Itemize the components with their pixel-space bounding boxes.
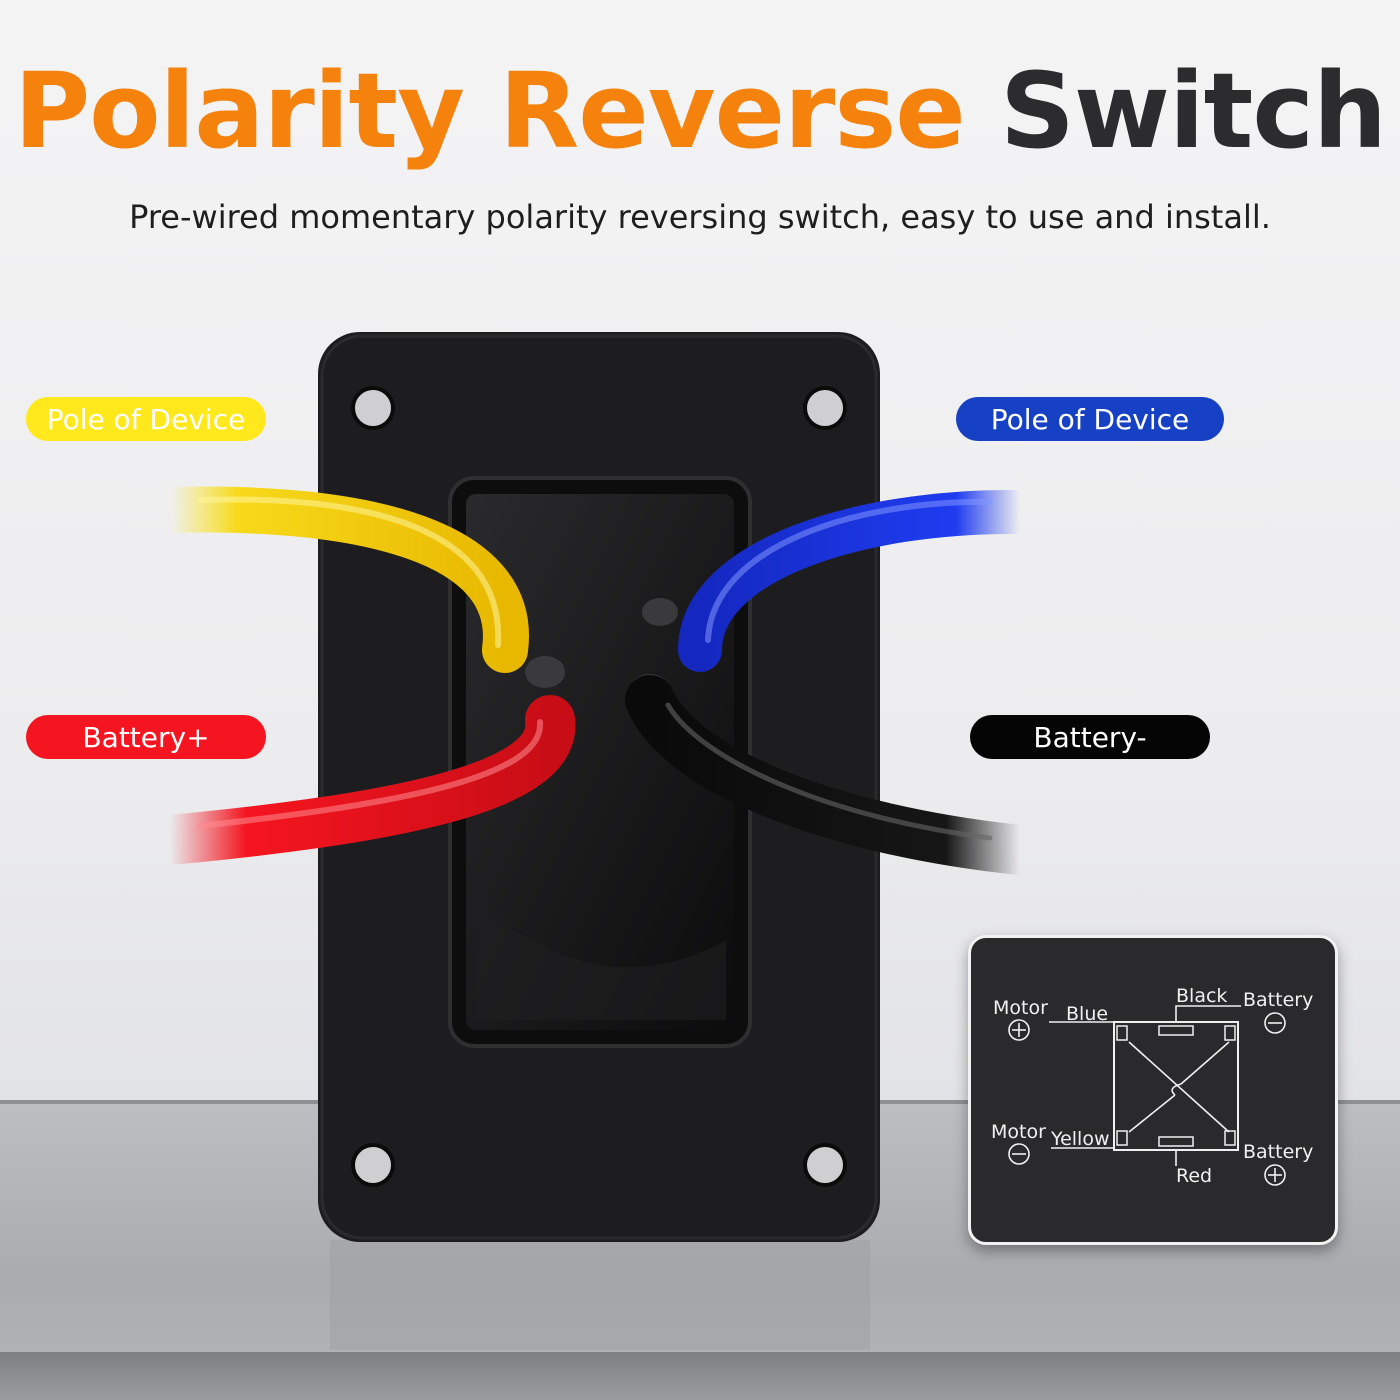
diagram-blue-label: Blue <box>1066 1003 1108 1025</box>
diagram-pin <box>1158 1025 1194 1036</box>
plate-bevel <box>320 334 878 1240</box>
headline-orange: Polarity Reverse <box>13 50 966 172</box>
blue-wire <box>678 489 1042 672</box>
blue-wire-highlight <box>705 498 993 643</box>
wiring-diagram-card: Motor Motor Blue Yellow Black Red Batter… <box>968 935 1338 1245</box>
diagram-battery-plus-label: Battery <box>1243 1141 1313 1163</box>
motor-plus-symbol <box>1008 1019 1030 1041</box>
diagram-motor-plus-label: Motor <box>993 997 1048 1019</box>
label-battery-plus: Battery+ <box>26 715 266 759</box>
label-blue-pole: Pole of Device <box>956 397 1224 441</box>
black-wire-highlight <box>665 702 993 841</box>
rocker-switch <box>466 494 734 1030</box>
screw-hole-top-left <box>351 386 395 430</box>
yellow-wire <box>147 486 529 673</box>
diagram-pin <box>1116 1025 1128 1041</box>
motor-minus-symbol <box>1008 1143 1030 1165</box>
battery-minus-symbol <box>1264 1012 1286 1034</box>
diagram-motor-minus-label: Motor <box>991 1121 1046 1143</box>
diagram-cross-hop <box>1171 1083 1182 1096</box>
label-battery-minus: Battery- <box>970 715 1210 759</box>
label-yellow-pole: Pole of Device <box>26 397 266 441</box>
red-wire-highlight <box>197 719 544 829</box>
headline-dark: Switch <box>1000 50 1387 172</box>
diagram-pin <box>1224 1025 1236 1041</box>
terminal-top-right <box>642 598 678 626</box>
battery-plus-symbol <box>1264 1164 1286 1186</box>
diagram-pin <box>1116 1130 1128 1146</box>
rocker-shade <box>476 900 726 1020</box>
panel-reflection <box>330 1240 870 1350</box>
subtitle: Pre-wired momentary polarity reversing s… <box>129 198 1271 236</box>
yellow-wire-highlight <box>197 496 502 648</box>
black-wire <box>625 675 1045 875</box>
diagram-black-label: Black <box>1176 985 1227 1007</box>
screw-hole-top-right <box>803 386 847 430</box>
diagram-pin <box>1224 1130 1236 1146</box>
diagram-battery-minus-label: Battery <box>1243 989 1313 1011</box>
screw-hole-bottom-left <box>351 1143 395 1187</box>
diagram-yellow-label: Yellow <box>1050 1128 1110 1150</box>
diagram-cross-line <box>1128 1094 1176 1133</box>
diagram-pin <box>1158 1136 1194 1147</box>
headline: Polarity Reverse Switch <box>0 50 1400 172</box>
diagram-cross-line <box>1128 1041 1230 1133</box>
wiring-diagram: Motor Motor Blue Yellow Black Red Batter… <box>991 985 1313 1187</box>
red-wire <box>145 695 576 865</box>
diagram-red-label: Red <box>1176 1165 1212 1187</box>
diagram-lead-black <box>1175 1005 1241 1022</box>
diagram-cross-line <box>1180 1041 1230 1085</box>
terminal-top-left <box>525 656 565 688</box>
floor-strip <box>0 1352 1400 1400</box>
screw-hole-bottom-right <box>803 1143 847 1187</box>
